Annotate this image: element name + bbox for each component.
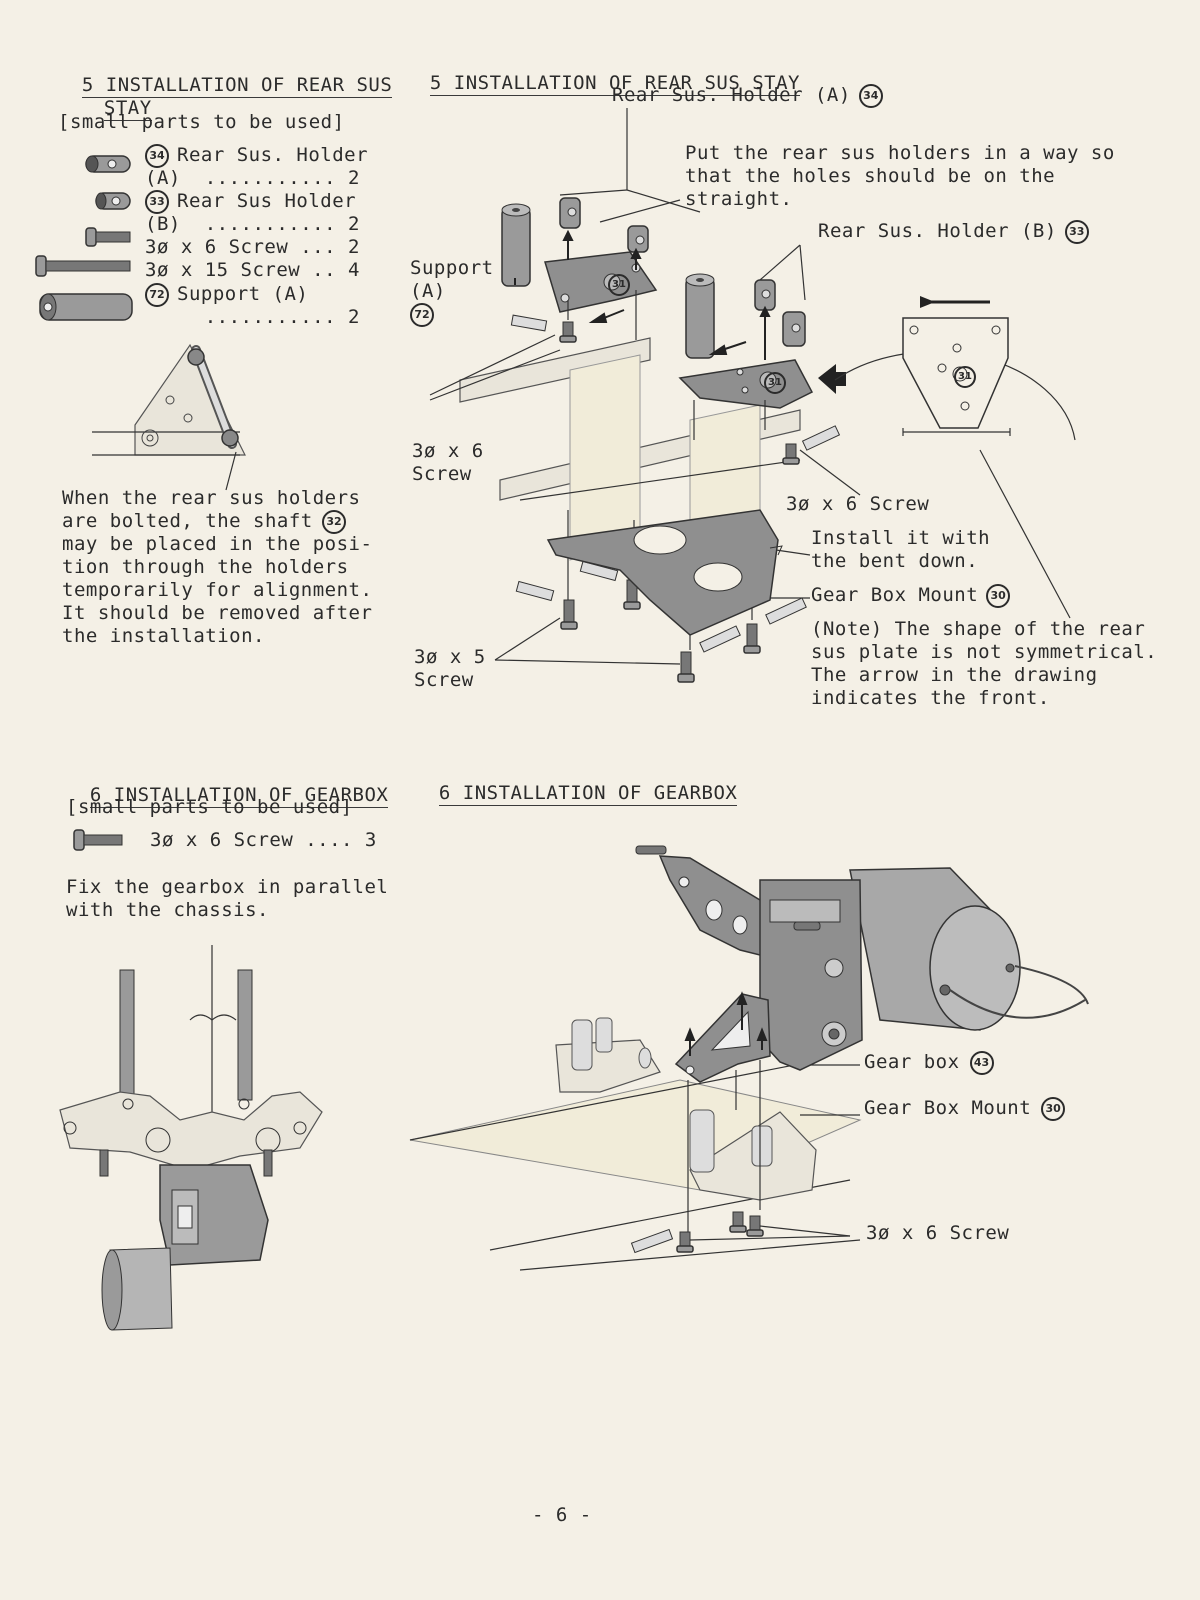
plate-badge-left: 31 (608, 274, 630, 296)
part-badge: 33 (145, 190, 169, 214)
label-install-bent: Install it with the bent down. (811, 527, 991, 572)
part-name: Rear Sus Holder (177, 190, 357, 212)
gearbox-screws (630, 1211, 764, 1254)
gearbox-arrows (684, 991, 768, 1056)
screw-6-icon (85, 227, 131, 247)
label-gearbox-mount-text: Gear Box Mount (811, 584, 979, 606)
label-support-badge-wrap: 72 (410, 303, 442, 327)
assembly-arrows (514, 229, 771, 360)
screw-15-icon (35, 255, 131, 277)
gearbox-chassis (409, 1017, 862, 1271)
shaft-alignment-diagram (92, 343, 246, 491)
section6-note: Fix the gearbox in parallel with the cha… (66, 876, 389, 921)
section5-left-title-line1: 5 INSTALLATION OF REAR SUS (81, 74, 393, 98)
section6-part-screw: 3ø x 6 Screw .... 3 (150, 829, 377, 851)
gearbox-motor (849, 867, 1089, 1031)
section6-right-title: 6 INSTALLATION OF GEARBOX (415, 759, 738, 806)
part-badge: 72 (145, 283, 169, 307)
shaft-badge-wrap: 32 (322, 510, 354, 534)
section5-parts-header: [small parts to be used] (58, 111, 345, 133)
label-holder-a-badge: 34 (858, 84, 883, 108)
part-item-holder-b: 33 Rear Sus Holder (145, 190, 356, 214)
label-screw6-left: 3ø x 6 Screw (412, 440, 484, 485)
rear-sus-holder-a-icon (85, 155, 131, 173)
leader-lines (429, 108, 1071, 665)
label-gearbox-mount-6: Gear Box Mount 30 (864, 1097, 1073, 1121)
label-gearbox: Gear box 43 (864, 1051, 1002, 1075)
part-name: Support (A) (177, 283, 309, 305)
rear-sus-plate-left (544, 251, 658, 313)
inset-plate-badge-wrap: 31 (950, 366, 980, 388)
rear-sus-plate-right (678, 359, 814, 409)
section5-left-title-line2-wrap: STAY (80, 74, 152, 121)
part-qty: (B) ........... 2 (145, 213, 360, 235)
gearbox-exploded-diagram (409, 845, 1089, 1271)
support-post-right (685, 273, 715, 359)
inset-plate-badge: 31 (954, 366, 976, 388)
section5-right-title-text: 5 INSTALLATION OF REAR SUS STAY (429, 72, 800, 96)
plate-badge-right-wrap: 31 (760, 372, 790, 394)
section5-left-title-line2: STAY (103, 97, 152, 121)
label-holder-b-text: Rear Sus. Holder (B) (818, 220, 1057, 242)
label-gearbox-mount-badge: 30 (986, 584, 1011, 608)
sw-lock-tags (510, 314, 841, 653)
rear-sus-holder-b-icon (95, 192, 131, 210)
plate-badge-left-wrap: 31 (604, 274, 634, 296)
part-screw-6: 3ø x 6 Screw ... 2 (145, 236, 360, 258)
part-name: Rear Sus. Holder (177, 144, 369, 166)
part-qty: (A) ........... 2 (145, 167, 360, 189)
rear-sus-holders (559, 197, 806, 347)
label-gearbox-mount-5: Gear Box Mount 30 (811, 584, 1018, 608)
label-gearbox-text: Gear box (864, 1051, 960, 1073)
support-a-icon (39, 293, 133, 321)
label-gearbox-badge: 43 (969, 1051, 994, 1075)
label-holder-b-badge: 33 (1064, 220, 1089, 244)
section6-screw-icon (73, 829, 123, 851)
section6-left-title: 6 INSTALLATION OF GEARBOX (66, 761, 389, 808)
section6-left-title-text: 6 INSTALLATION OF GEARBOX (89, 784, 389, 808)
gearbox-mount-plate-5 (546, 509, 783, 636)
section6-parts-header: [small parts to be used] (66, 796, 353, 818)
part-screw-15: 3ø x 15 Screw .. 4 (145, 259, 360, 281)
label-screw6-right: 3ø x 6 Screw (786, 493, 930, 515)
label-holder-a-text: Rear Sus. Holder (A) (612, 84, 851, 106)
label-support-badge: 72 (410, 303, 434, 327)
label-screw-6: 3ø x 6 Screw (866, 1222, 1010, 1244)
page-number: - 6 - (532, 1504, 592, 1526)
support-post-left (501, 203, 531, 287)
label-holes-straight: Put the rear sus holders in a way so tha… (685, 142, 1115, 210)
part-qty: ........... 2 (145, 306, 360, 328)
shaft-badge: 32 (322, 510, 346, 534)
gearbox-body (759, 879, 863, 1071)
label-holder-a: Rear Sus. Holder (A) 34 (612, 84, 891, 108)
part-item-holder-a: 34 Rear Sus. Holder (145, 144, 368, 168)
label-screw5: 3ø x 5 Screw (414, 646, 486, 691)
part-badge: 34 (145, 144, 169, 168)
part-item-support-a: 72 Support (A) (145, 283, 308, 307)
label-note-asymmetric: (Note) The shape of the rear sus plate i… (811, 618, 1158, 709)
label-gearbox-mount-6-badge: 30 (1041, 1097, 1066, 1121)
section5-note: When the rear sus holders are bolted, th… (62, 487, 373, 647)
label-support-a: Support (A) (410, 257, 494, 302)
section5-right-title: 5 INSTALLATION OF REAR SUS STAY (406, 49, 800, 96)
label-gearbox-mount-6-text: Gear Box Mount (864, 1097, 1032, 1119)
section5-part-icons (35, 155, 133, 321)
section5-left-title: 5 INSTALLATION OF REAR SUS (58, 51, 393, 98)
plate-badge-right: 31 (764, 372, 786, 394)
label-holder-b: Rear Sus. Holder (B) 33 (818, 220, 1097, 244)
front-arrow-icon (818, 364, 846, 394)
section6-right-title-text: 6 INSTALLATION OF GEARBOX (438, 782, 738, 806)
gearbox-top-view-diagram (59, 945, 323, 1331)
screws-5 (559, 321, 800, 683)
